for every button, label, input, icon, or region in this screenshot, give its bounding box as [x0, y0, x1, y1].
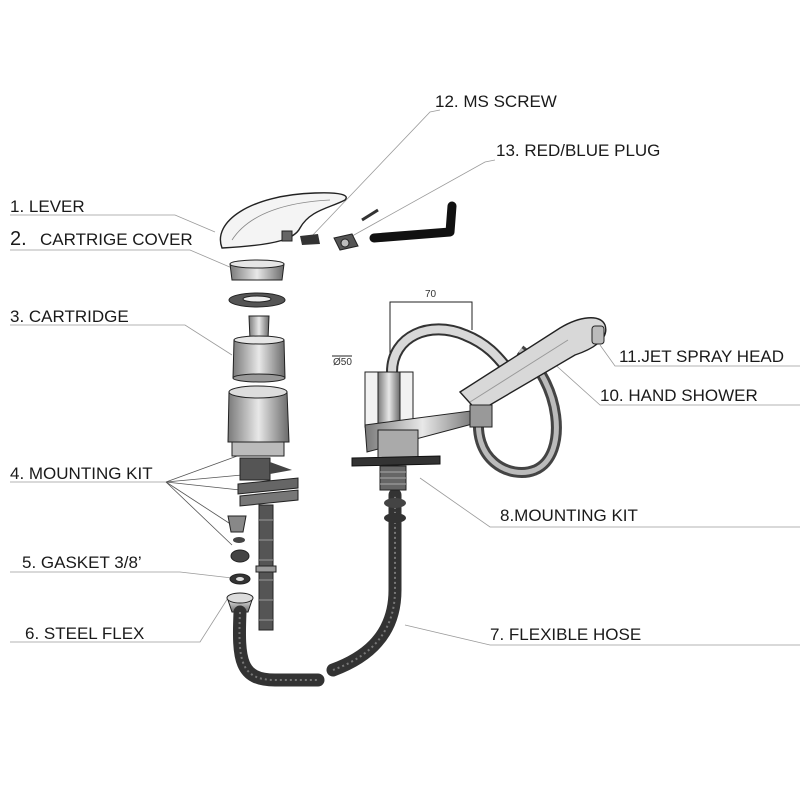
label-flexible-hose: 7. FLEXIBLE HOSE: [490, 625, 642, 644]
cartridge-cover-part: [228, 259, 286, 308]
label-lever: 1. LEVER: [10, 197, 85, 216]
cartridge-part: [232, 315, 286, 383]
gasket-part: [229, 549, 251, 585]
leader-cartridge: [10, 324, 233, 356]
leader-steel-flex: [10, 597, 229, 643]
leader-jet-spray: [599, 344, 800, 367]
leader-cartrige-cover: [10, 249, 233, 269]
label-mounting-kit-left: 4. MOUNTING KIT: [10, 464, 153, 483]
flexible-hose-part: [326, 488, 406, 677]
label-jet-spray-head: 11.JET SPRAY HEAD: [619, 347, 785, 366]
pullout-mixer-part: [332, 301, 607, 491]
dimension-spout-width: 70: [425, 289, 437, 300]
leader-plug: [344, 159, 496, 241]
mixer-body-part: [227, 385, 290, 457]
leader-flexible-hose: [404, 624, 800, 646]
lever-part: [219, 192, 347, 249]
leader-hand-shower: [549, 359, 800, 406]
label-red-blue-plug: 13. RED/BLUE PLUG: [496, 141, 661, 160]
label-gasket: 5. GASKET 3/8’: [22, 553, 142, 572]
label-hand-shower: 10. HAND SHOWER: [600, 386, 758, 405]
leader-gasket: [10, 571, 233, 579]
leader-lines: [10, 109, 800, 646]
steel-flex-part: [226, 504, 325, 687]
label-cartrige-cover-number: 2.: [10, 228, 27, 250]
label-steel-flex: 6. STEEL FLEX: [25, 624, 145, 643]
mounting-kit-fan: [165, 454, 243, 546]
label-cartridge: 3. CARTRIDGE: [10, 307, 129, 326]
dimension-base-diameter: Ø50: [333, 357, 352, 368]
label-cartrige-cover: CARTRIGE COVER: [40, 230, 193, 249]
leader-ms-screw: [309, 109, 441, 239]
ms-screw-part: [300, 234, 320, 245]
leader-mounting-kit-right: [419, 477, 800, 528]
hex-key-part: [369, 201, 457, 243]
label-ms-screw: 12. MS SCREW: [435, 92, 557, 111]
plug-part: [333, 208, 379, 251]
label-mounting-kit-right: 8.MOUNTING KIT: [500, 506, 638, 525]
mounting-kit-left-part: [227, 457, 299, 543]
leader-lever: [10, 214, 216, 233]
